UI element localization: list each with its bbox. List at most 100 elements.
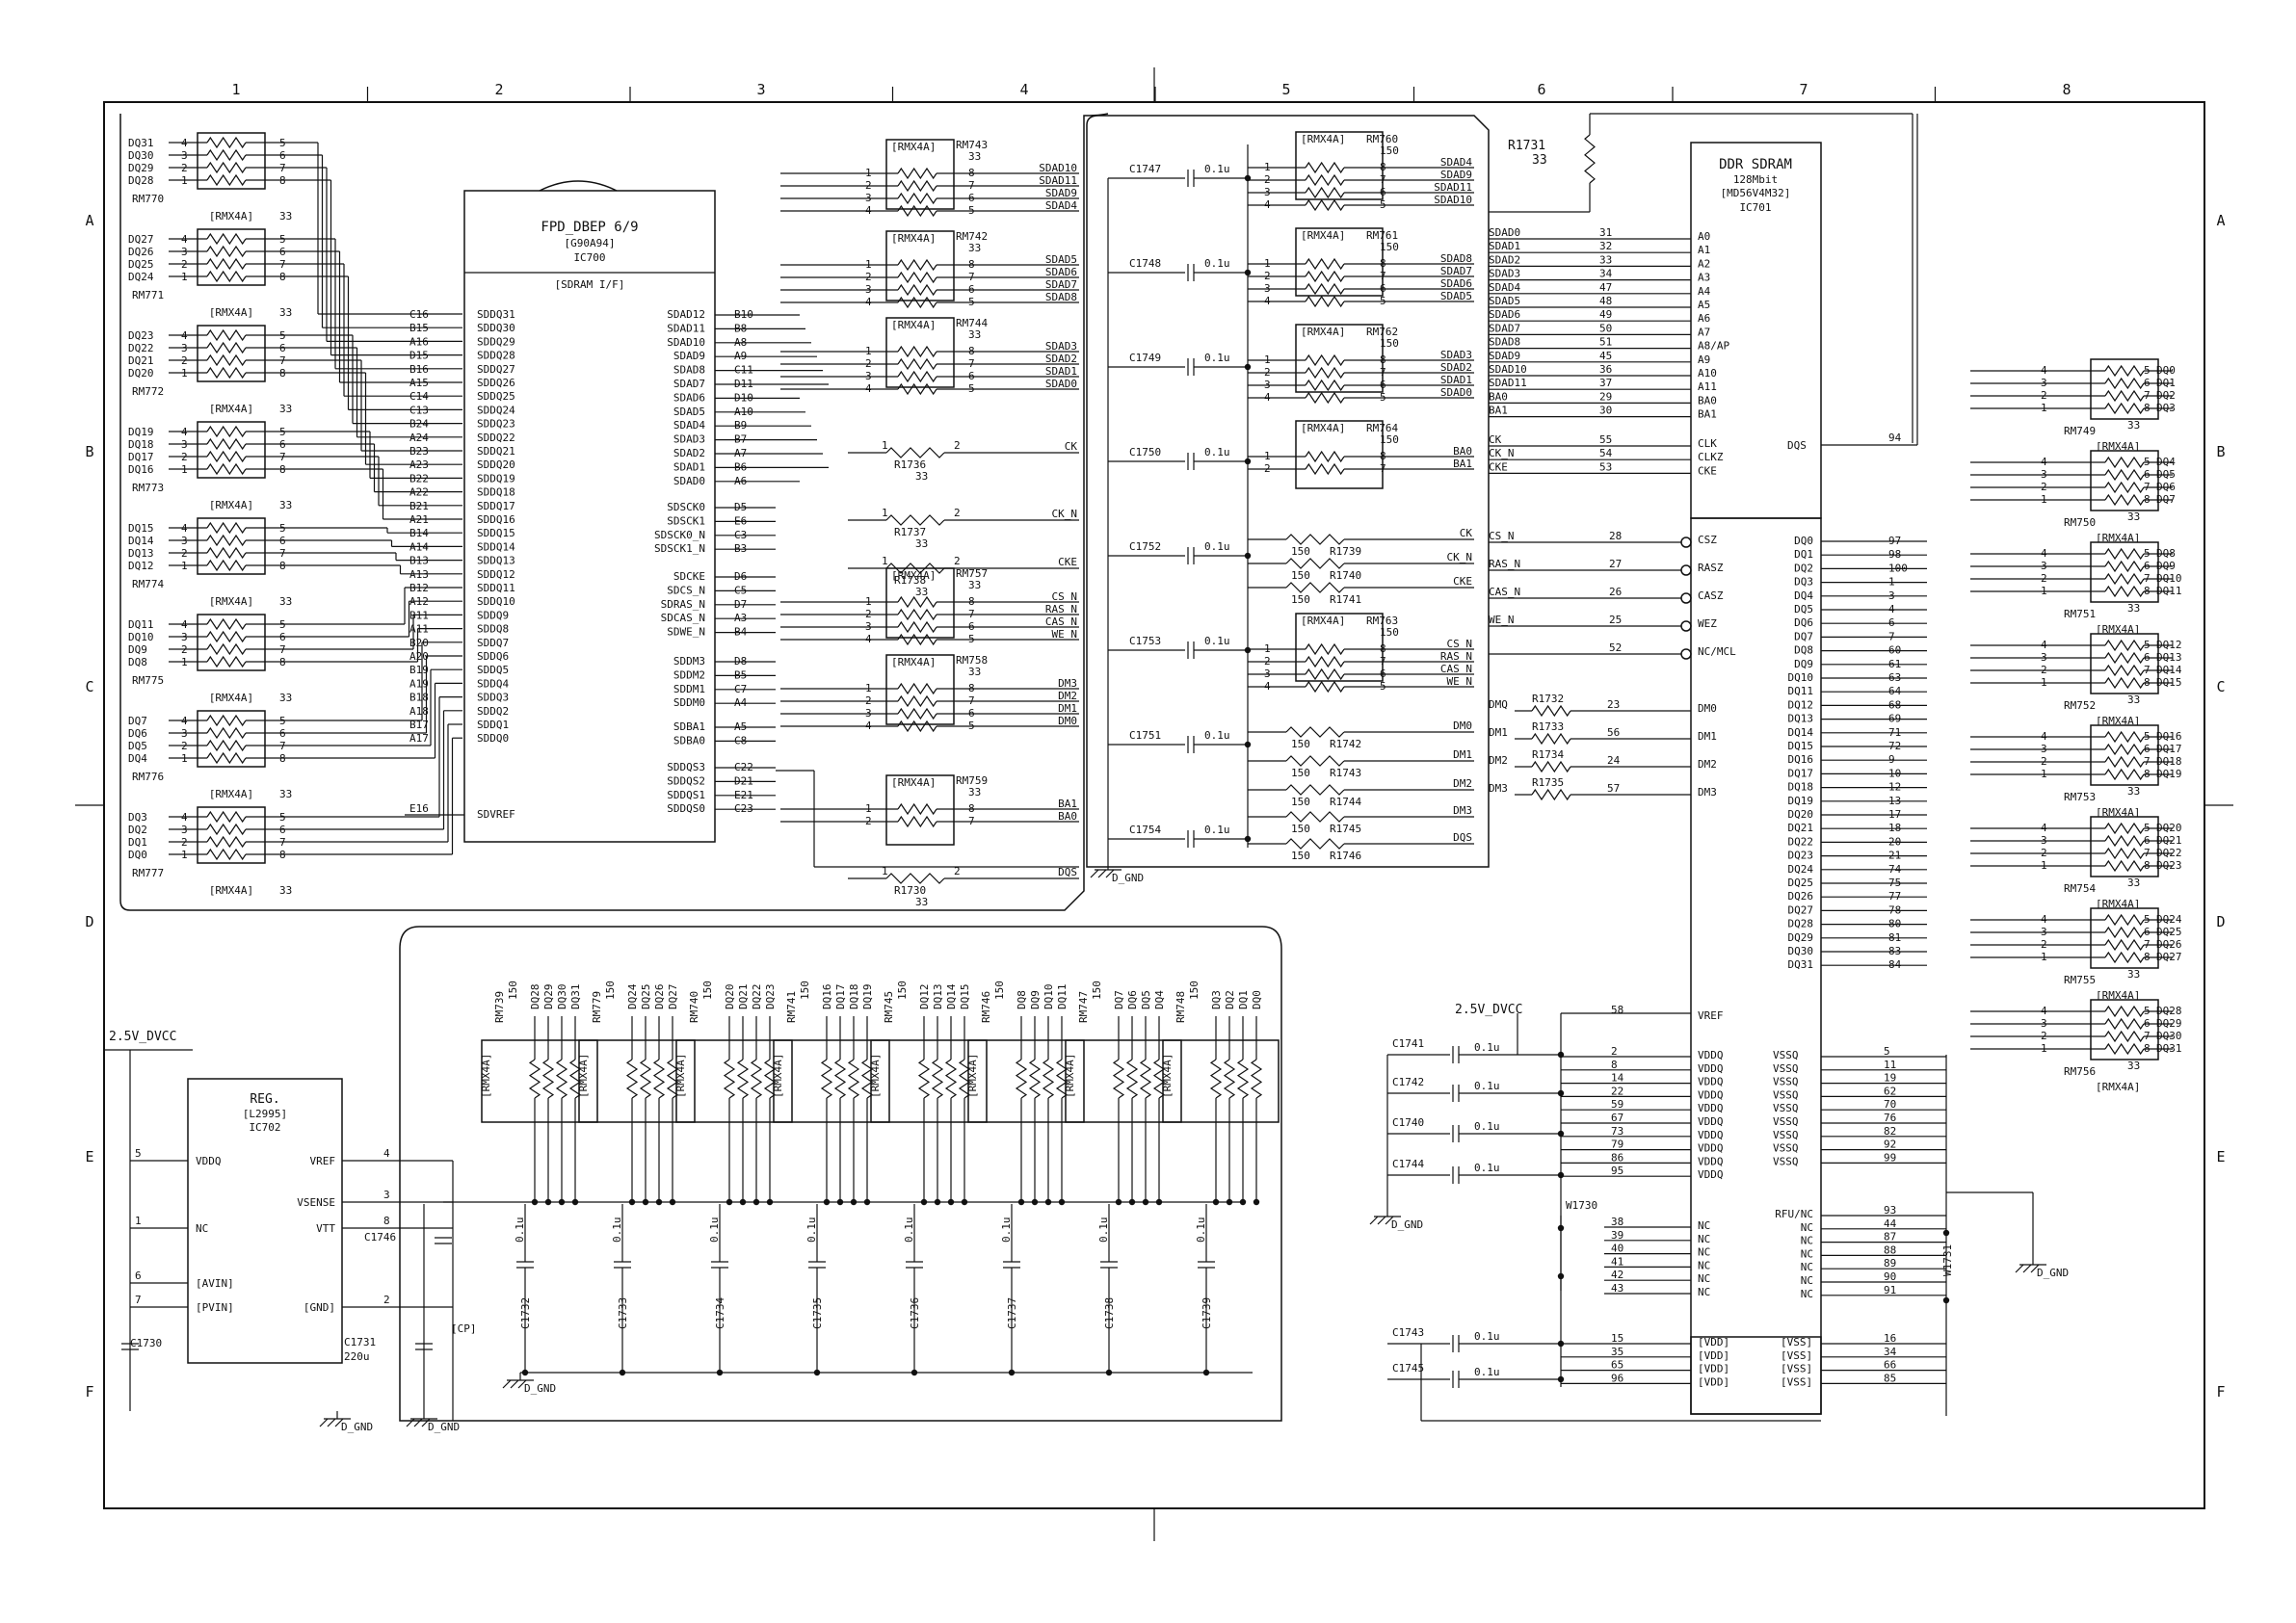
ic701-net: SDAD10 <box>1489 363 1527 376</box>
resistor-symbol <box>897 357 937 371</box>
capacitor-ref: C1747 <box>1129 163 1161 175</box>
ic701-pin-number: 27 <box>1609 558 1622 570</box>
ic700-ball: A11 <box>409 623 429 636</box>
ic700-ball: A12 <box>409 595 429 608</box>
ic702-pin-name: VREF <box>310 1155 336 1167</box>
array-type: [RMX4A] <box>2096 806 2140 819</box>
ground-symbol <box>517 1379 527 1389</box>
ic700-ball: B17 <box>409 719 429 731</box>
array-ref: RM775 <box>132 674 164 687</box>
array-net-label: DQ19 <box>861 984 874 1010</box>
array-net-label: DQ27 <box>667 984 679 1010</box>
capacitor-value: 0.1u <box>1474 1366 1500 1378</box>
ic701-dq-pin: DQ23 <box>1788 850 1814 862</box>
resistor-symbol <box>1305 379 1345 392</box>
capacitor-value: 0.1u <box>805 1217 818 1243</box>
resistor-symbol <box>1285 838 1345 850</box>
pin-number: 5 <box>2144 456 2151 468</box>
array-net-label: DQ31 <box>569 984 582 1010</box>
array-net-label: DQ23 <box>2156 859 2182 872</box>
capacitor-value: 0.1u <box>1474 1080 1500 1092</box>
ic701-pin-number: 25 <box>1609 614 1622 626</box>
pin-number: 8 <box>2144 676 2151 689</box>
resistor-symbol <box>206 425 247 438</box>
resistor-symbol <box>1305 186 1345 199</box>
array-ref: RM749 <box>2064 425 2096 437</box>
pin-number: 2 <box>1264 270 1271 282</box>
ic701-dq-pin: DQ15 <box>1788 740 1814 752</box>
array-net-label: DQ25 <box>2156 926 2182 938</box>
ic702-pin-name: VDDQ <box>196 1155 222 1167</box>
pin-number: 7 <box>968 608 975 620</box>
pin-number: 2 <box>383 1294 390 1306</box>
resistor-symbol <box>206 751 247 765</box>
array-value: 150 <box>1380 144 1399 157</box>
array-net-label: DQ2 <box>128 824 147 836</box>
array-ref: RM750 <box>2064 516 2096 529</box>
resistor-net: DM1 <box>1453 748 1472 761</box>
array-ref: RM740 <box>688 991 700 1023</box>
resistor-symbol <box>897 179 937 193</box>
array-type: [RMX4A] <box>480 1054 492 1098</box>
pin-number: 2 <box>954 865 961 877</box>
array-net-label: RAS_N <box>1440 650 1472 663</box>
pin-number: 7 <box>1380 366 1386 379</box>
array-value: 33 <box>968 328 981 341</box>
ic701-pin-number: 99 <box>1884 1151 1896 1164</box>
ic700-pin-name: SDDM1 <box>673 683 705 695</box>
resistor-ref: R1730 <box>894 884 926 897</box>
ic701-net: DM1 <box>1489 726 1508 739</box>
array-net-label: DQ16 <box>821 984 833 1010</box>
ic700-pin-name: SDSCK0_N <box>654 529 705 541</box>
resistor-symbol <box>1305 198 1345 212</box>
pin-number: 8 <box>383 1215 390 1227</box>
resistor-symbol <box>2104 585 2145 598</box>
resistor-net: DM3 <box>1453 804 1472 817</box>
resistor-symbol <box>2104 547 2145 561</box>
resistor-symbol <box>897 815 937 828</box>
ic701-pin-number: 32 <box>1599 240 1612 252</box>
ic701-pin-number: 86 <box>1611 1151 1623 1164</box>
resistor-symbol <box>897 345 937 358</box>
pin-number: 1 <box>135 1215 142 1227</box>
junction-dot <box>1557 1272 1565 1280</box>
resistor-symbol <box>847 1059 860 1099</box>
ic701-pin-number: 96 <box>1611 1372 1623 1384</box>
resistor-array-body <box>885 774 955 846</box>
array-net-label: SDAD9 <box>1045 187 1077 199</box>
resistor-symbol <box>1305 391 1345 405</box>
array-net-label: SDAD1 <box>1440 374 1472 386</box>
resistor-array-body <box>197 228 266 286</box>
array-value: 33 <box>279 884 292 897</box>
array-net-label: SDAD4 <box>1045 199 1077 212</box>
ic700-pin-name: SDWE_N <box>667 626 705 639</box>
ic700-ball: B16 <box>409 363 429 376</box>
ic701-pin-number: 73 <box>1611 1125 1623 1138</box>
resistor-symbol <box>2104 755 2145 769</box>
array-net-label: DQ10 <box>2156 572 2182 585</box>
pin-number: 4 <box>1264 295 1271 307</box>
ic700-ball: A20 <box>409 650 429 663</box>
ic701-pin-number: 19 <box>1884 1072 1896 1085</box>
resistor-symbol <box>1209 1059 1223 1099</box>
resistor-symbol <box>2104 1030 2145 1043</box>
resistor-symbol <box>897 694 937 708</box>
array-net-label: BA0 <box>1453 445 1472 458</box>
resistor-net: CK <box>1460 527 1473 539</box>
pin-number: 6 <box>2144 560 2151 572</box>
resistor-symbol <box>206 617 247 631</box>
ic701-pin-number: 62 <box>1884 1085 1896 1097</box>
array-ref: RM755 <box>2064 974 2096 986</box>
capacitor-ref: C1742 <box>1392 1076 1424 1088</box>
ic701-pin-number: 65 <box>1611 1359 1623 1372</box>
pin-number: 5 <box>135 1147 142 1160</box>
ic701-dq-pin: DQ26 <box>1788 890 1814 903</box>
array-net-label: SDAD9 <box>1440 169 1472 181</box>
pin-number: 3 <box>383 1189 390 1201</box>
ic701-pin-number: 79 <box>1611 1139 1623 1151</box>
ic701-pin-number: 22 <box>1611 1085 1623 1097</box>
resistor-value: 33 <box>915 537 928 550</box>
array-net-label: DM0 <box>1058 715 1077 727</box>
inversion-bubble <box>1680 620 1692 632</box>
array-net-label: WE_N <box>1052 628 1078 641</box>
